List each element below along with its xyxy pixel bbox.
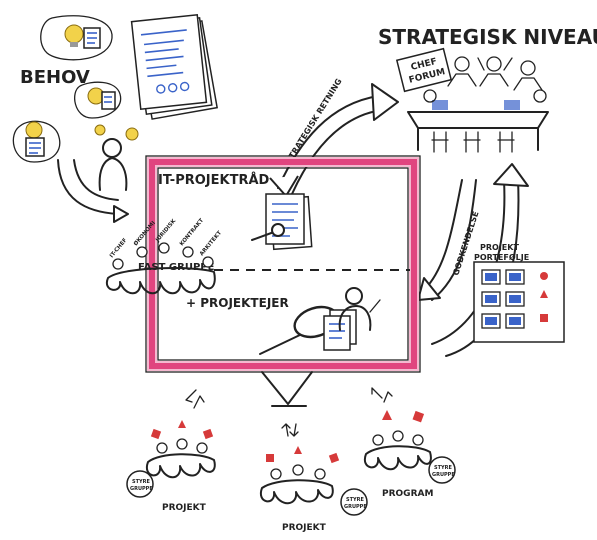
styre-label: STYRE [346,497,364,503]
idea-bubble-1 [40,15,113,61]
idea-bubble-2 [74,81,122,119]
document-stack-icon [130,13,219,120]
gruppe-label: GRUPPE [130,486,153,492]
arrow-behov-to-council [57,159,119,215]
table-icon [407,89,549,153]
person-icon [94,124,139,191]
projekt-portefolje-board: PROJEKT PORTEFØLJE [473,243,565,343]
behov-cluster: BEHOV [12,15,139,223]
people-group [447,56,543,91]
styre-label: STYRE [434,465,452,471]
projekt-mid-label: PROJEKT [282,523,327,533]
strategisk-niveau-label: STRATEGISK NIVEAU [378,25,597,49]
program-label: PROGRAM [382,489,433,499]
projektejer-label: + PROJEKTEJER [186,296,289,310]
chef-forum-sign: CHEF FORUM [395,47,453,93]
program-group: STYRE GRUPPE PROGRAM [363,410,456,499]
gruppe-label: GRUPPE [344,504,367,510]
person-icon [338,287,381,331]
fast-gruppe: FAST GRUPPE IT-CHEF ØKONOMI JURIDISK KON… [105,218,223,295]
portefolje-label: PORTEFØLJE [474,252,529,262]
magnifier-icon [271,223,285,237]
styregruppe-badge [126,470,154,498]
styregruppe-badge [340,488,368,516]
it-projektraad-label: IT-PROJEKTRÅD [158,172,270,188]
arrow-godkendelse: GODKENDELSE [417,179,481,301]
strategisk-retning-label: STRATEGISK RETNING [284,77,344,165]
gruppe-label: GRUPPE [432,472,455,478]
lightbulb-icon [64,24,84,44]
behov-label: BEHOV [20,67,90,88]
projekt-left-label: PROJEKT [162,503,207,513]
projekt-group-left: STYRE GRUPPE PROJEKT [126,420,216,513]
projekt-label: PROJEKT [480,243,519,252]
role-arkitekt: ARKITEKT [199,230,223,257]
it-projektraad-frame: IT-PROJEKTRÅD + PROJEKTEJER [145,155,421,373]
role-it-chef: IT-CHEF [109,237,129,259]
styre-label: STYRE [132,479,150,485]
arrow-strategisk-retning: STRATEGISK RETNING [269,77,399,197]
projekt-group-middle: STYRE GRUPPE PROJEKT [259,446,368,533]
styregruppe-badge [428,456,456,484]
role-kontrakt: KONTRAKT [179,218,205,248]
bottom-connector [185,371,393,437]
idea-bubble-3 [12,120,61,163]
document-magnifier [251,193,313,251]
document-icon [323,309,357,351]
strategic-level: STRATEGISK NIVEAU CHEF FORUM [378,25,597,153]
lightbulb-icon [25,121,43,139]
